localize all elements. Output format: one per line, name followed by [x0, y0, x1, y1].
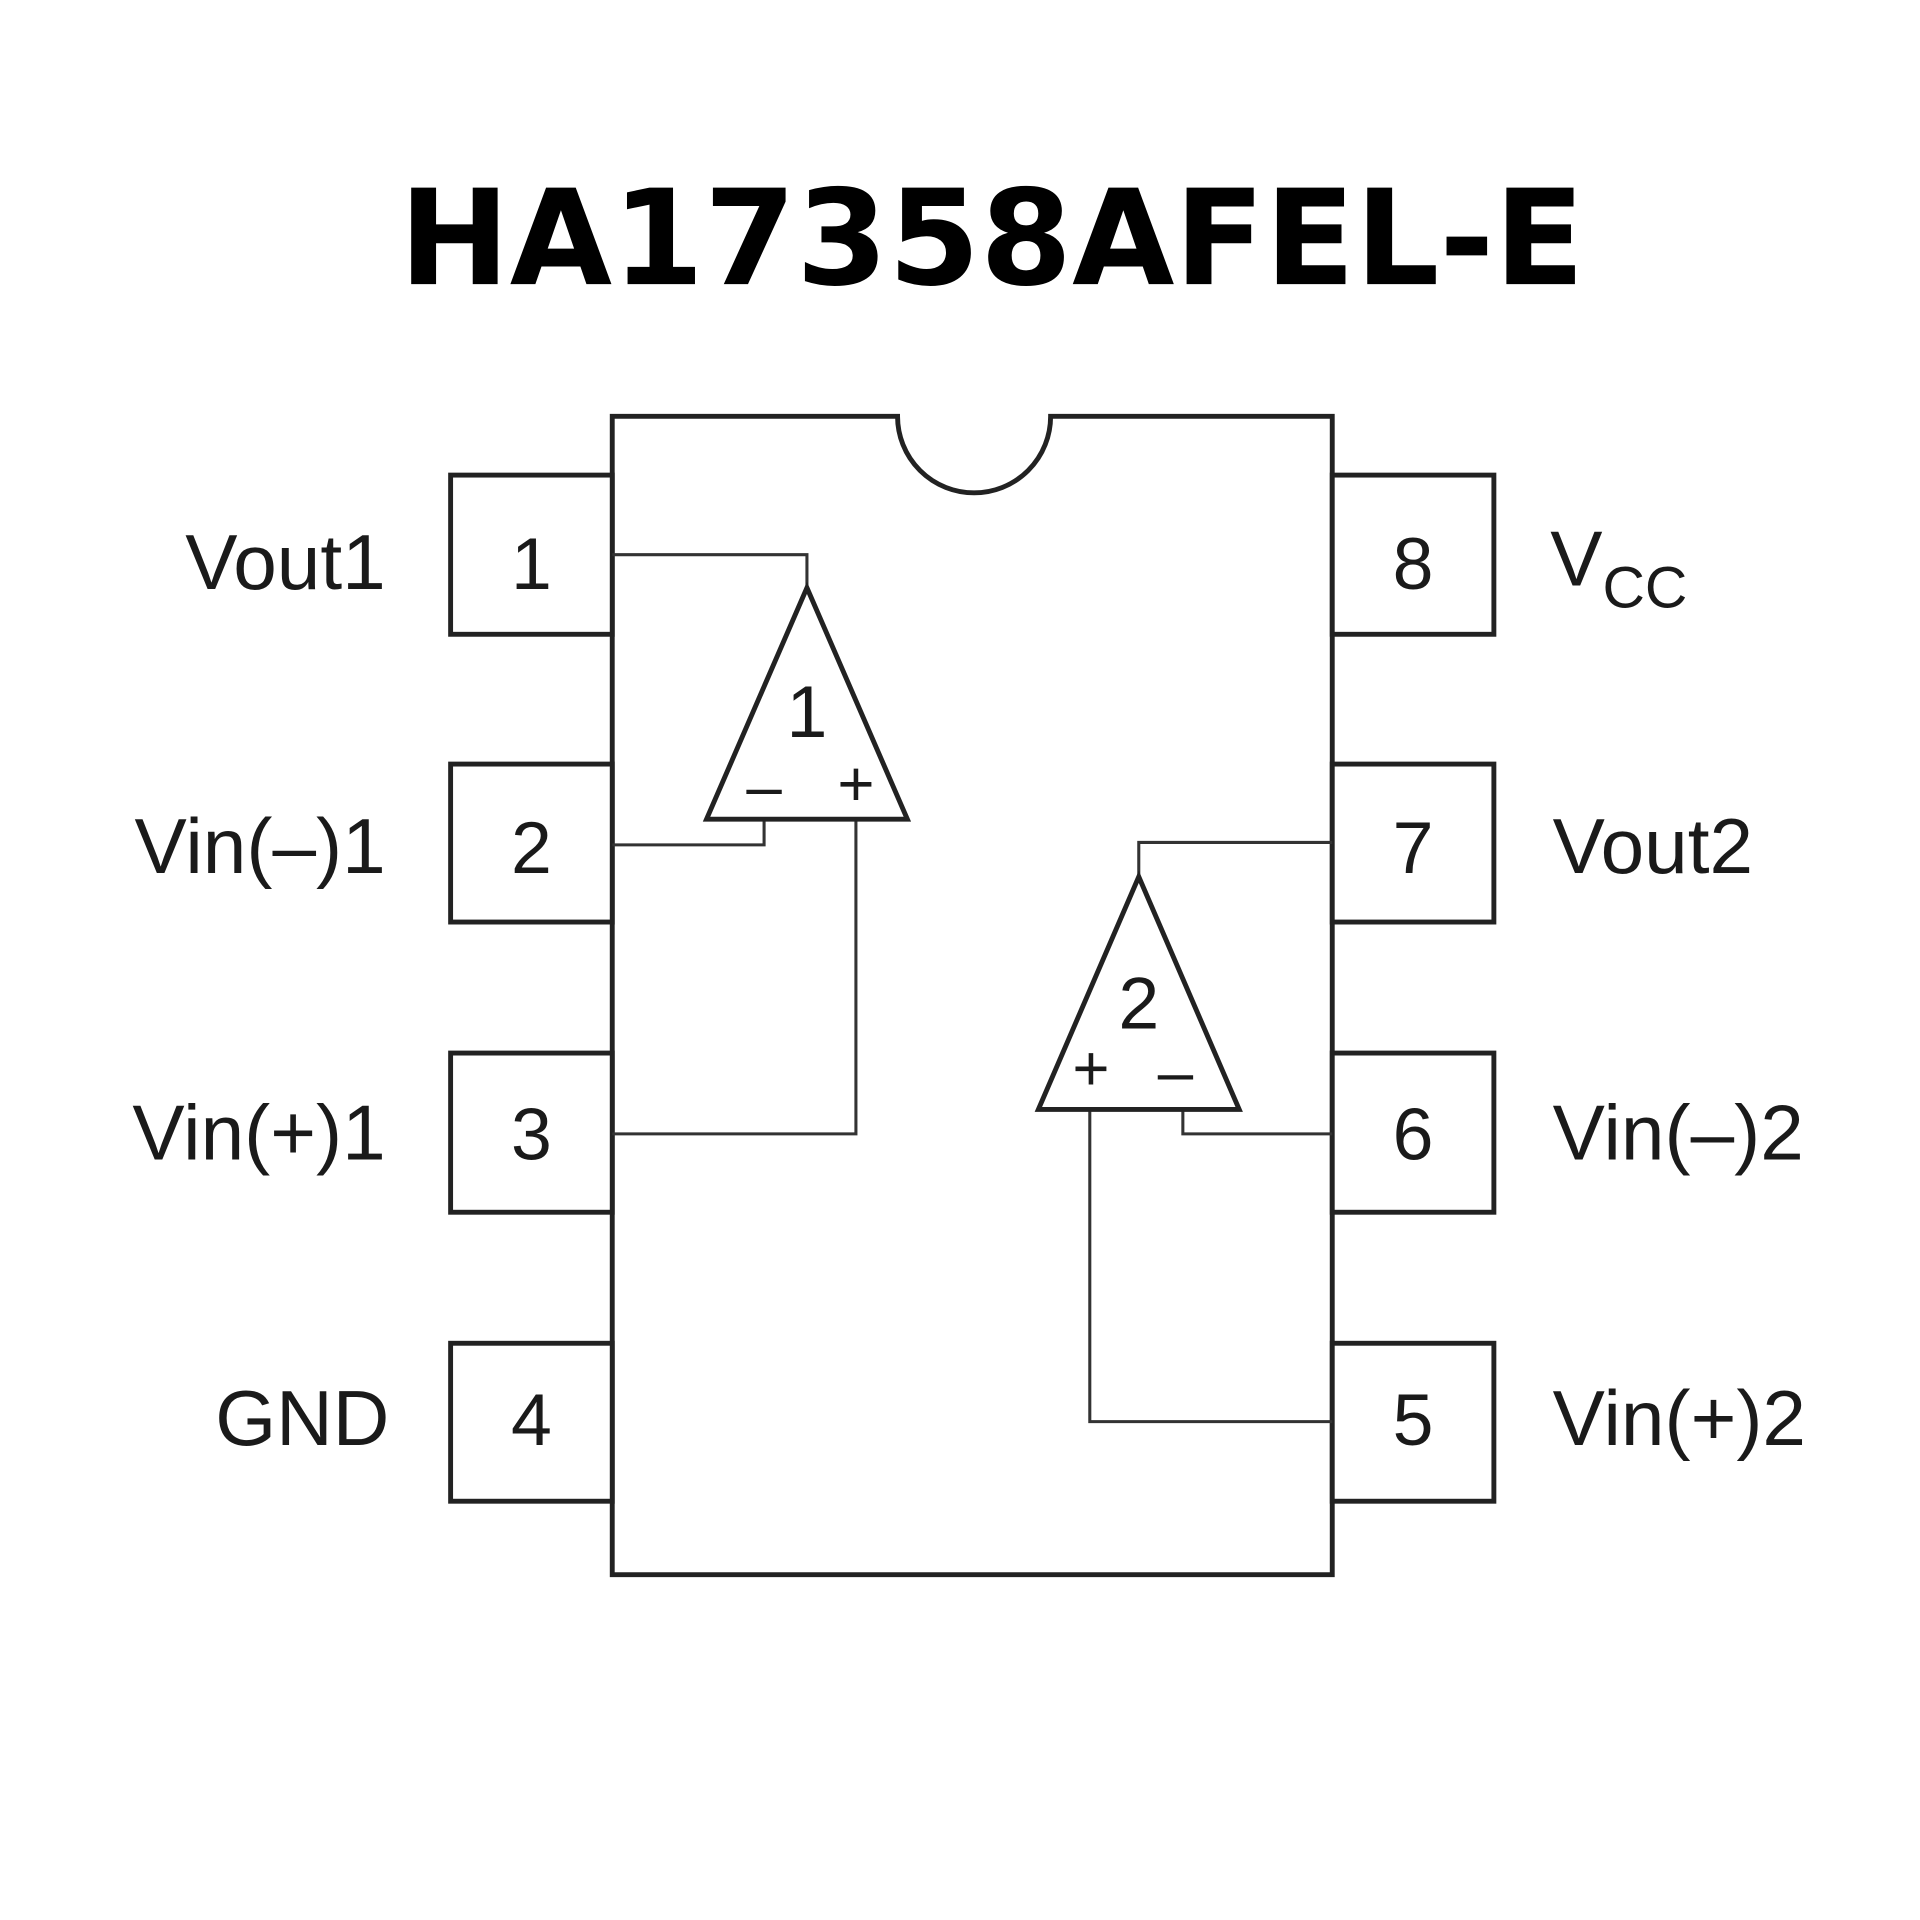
pin-number: 1 [511, 522, 552, 605]
pin-label: Vout1 [185, 518, 385, 606]
ic-body [609, 413, 1335, 1578]
pin-label: Vin(–)1 [135, 802, 386, 890]
pin-number: 6 [1393, 1093, 1434, 1176]
pin-number: 3 [511, 1093, 552, 1176]
plus-sign: + [837, 749, 874, 820]
opamp-triangle [1034, 870, 1243, 1112]
pin-5: 5 Vin(+)2 [1329, 1340, 1806, 1504]
opamp-triangle [702, 581, 912, 822]
opamp-label: 1 [787, 670, 828, 753]
pin-label: Vin(+)1 [132, 1089, 385, 1177]
wire-pin5-noninv [1088, 1109, 1333, 1424]
pin-label: Vout2 [1553, 802, 1753, 890]
pin-number: 5 [1393, 1378, 1434, 1461]
pin-2: 2 Vin(–)1 [135, 761, 615, 925]
pin-label: VCC [1550, 514, 1687, 620]
pin-4: 4 GND [215, 1340, 615, 1504]
wire-pin2-inv [612, 819, 766, 847]
opamp-label: 2 [1118, 962, 1159, 1045]
wire-pin6-inv [1181, 1109, 1333, 1136]
pin-number: 4 [511, 1378, 552, 1461]
pin-3: 3 Vin(+)1 [132, 1050, 615, 1215]
wire-pin7-out [1137, 840, 1333, 877]
opamp-2: 2 + – [1034, 840, 1333, 1424]
minus-sign: – [746, 751, 782, 822]
wire-pin1-out [612, 553, 809, 588]
pin-1: 1 Vout1 [185, 472, 615, 637]
pin-label: Vin(–)2 [1553, 1089, 1804, 1177]
pin-label: Vin(+)2 [1553, 1374, 1806, 1462]
wire-pin3-noninv [612, 819, 858, 1136]
pin-number: 2 [511, 806, 552, 889]
pin-8: 8 VCC [1329, 472, 1687, 637]
pin-number: 7 [1393, 806, 1434, 889]
pin-label: GND [215, 1374, 389, 1462]
pin-6: 6 Vin(–)2 [1329, 1050, 1804, 1215]
part-number-title: HA17358AFEL-E [399, 162, 1585, 316]
plus-sign: + [1072, 1033, 1109, 1104]
pin-7: 7 Vout2 [1329, 761, 1753, 925]
opamp-1: 1 – + [612, 553, 912, 1136]
minus-sign: – [1158, 1036, 1194, 1107]
pin-number: 8 [1393, 522, 1434, 605]
